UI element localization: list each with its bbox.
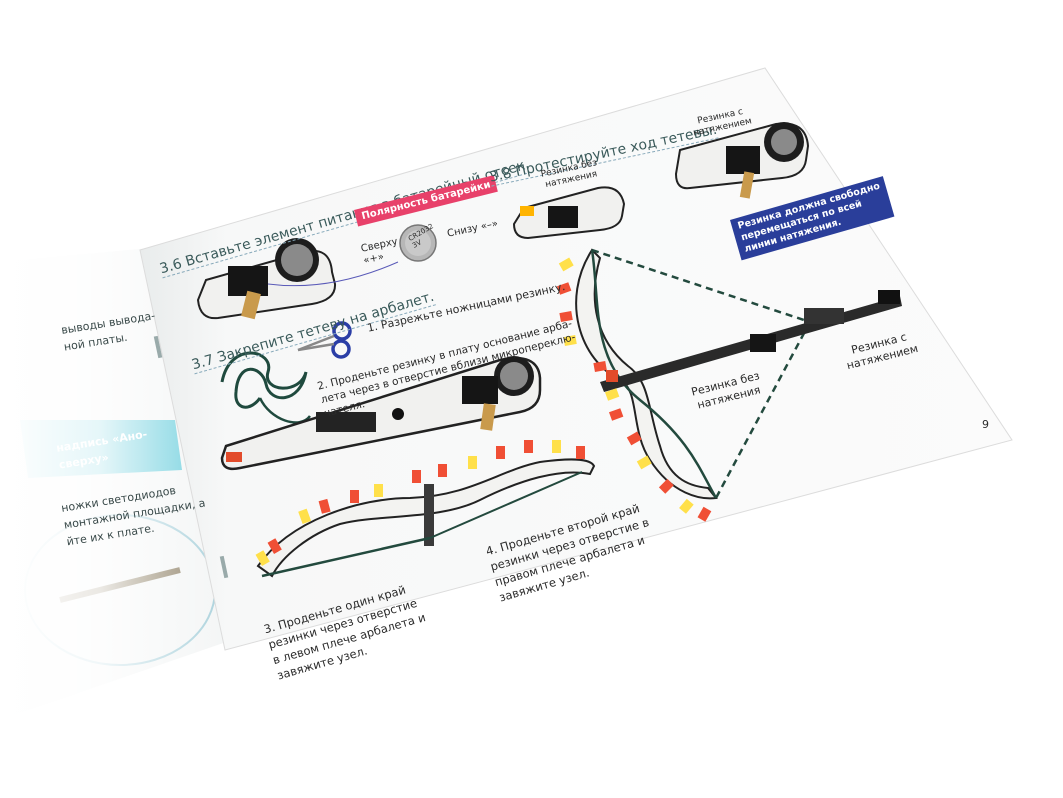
staple-top: [153, 335, 163, 359]
scissors-icon: [297, 321, 352, 359]
leds-crossbow: [556, 257, 712, 522]
leds-3-7: [255, 440, 585, 567]
battery-coin: [399, 224, 437, 262]
board-3-7: [220, 356, 542, 471]
rubber-band: [220, 351, 308, 409]
rubber-band-tail: [258, 397, 312, 424]
board-3-8-no-tension: [512, 186, 626, 240]
board-3-6: [196, 238, 337, 320]
crossbow-diagram: [575, 248, 902, 500]
bow-arc-3-7: [256, 458, 596, 578]
staple-bottom: [219, 555, 229, 579]
board-3-8-tension: [674, 122, 810, 199]
page-number: 9: [982, 418, 989, 431]
polarity-arrow: [267, 261, 399, 287]
